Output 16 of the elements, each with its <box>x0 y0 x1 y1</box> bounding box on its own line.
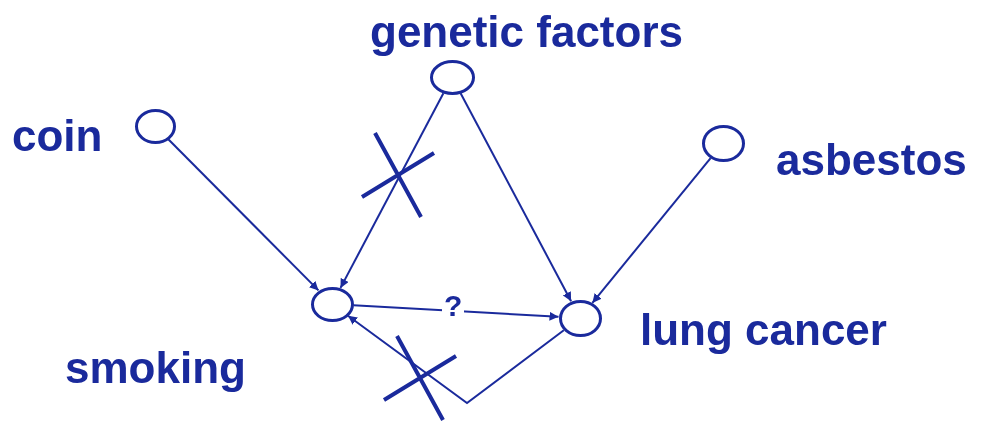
node-circle <box>558 299 602 337</box>
arrow <box>352 304 560 321</box>
node-label: smoking <box>65 346 246 390</box>
node-circle <box>134 108 176 144</box>
node-label: coin <box>12 114 103 158</box>
node-circle <box>701 124 745 162</box>
node-label: lung cancer <box>640 308 887 352</box>
node-circle <box>310 286 354 322</box>
arrow <box>347 314 565 405</box>
node-label: asbestos <box>776 138 967 182</box>
node-circle <box>429 59 475 95</box>
arrow <box>459 92 573 303</box>
node-label: genetic factors <box>370 10 683 54</box>
arrow <box>167 138 320 292</box>
arrow <box>339 92 445 289</box>
arrow <box>591 157 712 304</box>
